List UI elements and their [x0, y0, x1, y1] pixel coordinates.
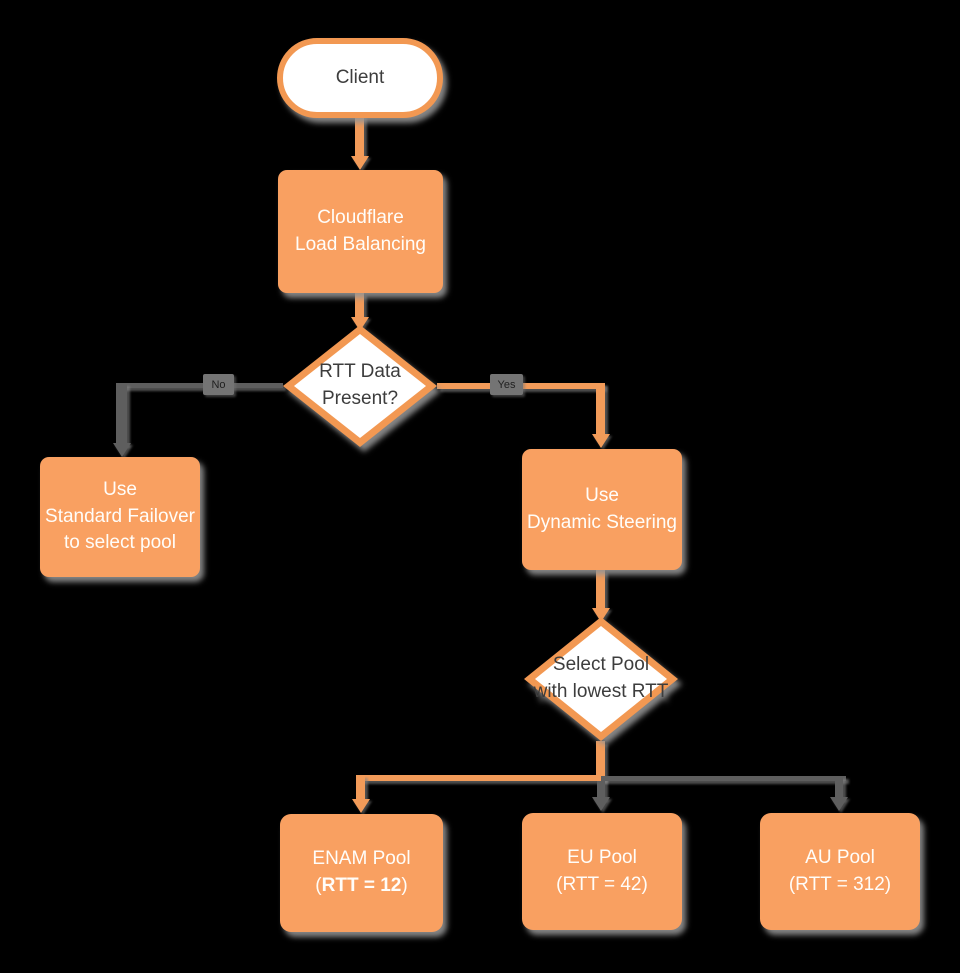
- arrowhead-into-loadbalancer: [351, 156, 369, 170]
- label-line: (RTT = 312): [788, 873, 892, 895]
- label-line: Select Pool: [552, 654, 650, 676]
- node-client: Client: [277, 38, 443, 118]
- paren: (: [315, 875, 322, 896]
- node-select-pool-label: Select Pool with lowest RTT: [524, 617, 678, 741]
- arrowhead-into-au-pool: [830, 797, 848, 811]
- node-au-pool-label: AU Pool (RTT = 312): [789, 845, 891, 899]
- label-line: Use: [103, 478, 137, 500]
- node-rtt-data-present-decision: RTT Data Present?: [283, 325, 437, 447]
- connector-no-branch-vertical: [116, 383, 127, 445]
- label-line: (RTT = 42): [556, 873, 648, 895]
- edge-label-yes: Yes: [490, 374, 523, 395]
- label-line: Standard Failover: [45, 505, 195, 527]
- label-line: AU Pool: [805, 846, 875, 868]
- paren: ): [401, 875, 408, 896]
- connector-select-pool-stem: [596, 741, 605, 781]
- node-client-label: Client: [335, 67, 385, 88]
- node-au-pool: AU Pool (RTT = 312): [760, 813, 920, 930]
- node-cloudflare-load-balancing: Cloudflare Load Balancing: [278, 170, 443, 293]
- node-use-standard-failover-label: Use Standard Failover to select pool: [45, 477, 195, 558]
- edge-label-no: No: [203, 374, 234, 395]
- arrowhead-into-enam-pool: [352, 799, 370, 813]
- label-line: (RTT = 12): [312, 873, 410, 900]
- connector-to-enam-horizontal: [359, 775, 605, 781]
- node-enam-pool-label: ENAM Pool (RTT = 12): [312, 846, 410, 900]
- node-use-standard-failover: Use Standard Failover to select pool: [40, 457, 200, 577]
- node-rtt-data-present-label: RTT Data Present?: [283, 325, 437, 447]
- connector-to-au-horizontal: [601, 776, 846, 781]
- connector-to-au-vertical: [835, 776, 843, 799]
- label-line: with lowest RTT: [533, 681, 669, 702]
- node-cloudflare-load-balancing-label: Cloudflare Load Balancing: [295, 205, 426, 259]
- connector-loadbalancer-to-rtt-decision: [355, 293, 364, 319]
- connector-client-to-loadbalancer: [355, 114, 364, 158]
- label-line: Dynamic Steering: [527, 511, 677, 533]
- edge-label-yes-text: Yes: [497, 378, 516, 391]
- rtt-value-bold: RTT = 12: [321, 875, 402, 896]
- connector-to-eu-vertical: [597, 781, 605, 799]
- node-eu-pool: EU Pool (RTT = 42): [522, 813, 682, 930]
- node-use-dynamic-steering-label: Use Dynamic Steering: [527, 483, 677, 537]
- connector-yes-branch-vertical: [596, 383, 605, 436]
- label-line: Load Balancing: [295, 233, 426, 255]
- label-line: to select pool: [64, 532, 176, 554]
- node-select-pool-decision: Select Pool with lowest RTT: [524, 617, 678, 741]
- arrowhead-into-dynamic-steering: [592, 434, 610, 448]
- node-eu-pool-label: EU Pool (RTT = 42): [556, 845, 648, 899]
- node-enam-pool: ENAM Pool (RTT = 12): [280, 814, 443, 932]
- edge-label-no-text: No: [211, 378, 226, 391]
- label-line: ENAM Pool: [312, 848, 411, 870]
- label-line: Use: [585, 484, 619, 506]
- connector-to-enam-vertical: [356, 775, 365, 800]
- label-line: Present?: [321, 388, 399, 409]
- arrowhead-into-rtt-decision: [351, 317, 369, 331]
- node-use-dynamic-steering: Use Dynamic Steering: [522, 449, 682, 570]
- label-line: EU Pool: [567, 846, 637, 868]
- arrowhead-into-select-pool: [592, 608, 610, 622]
- label-line: Cloudflare: [317, 206, 404, 228]
- label-line: RTT Data: [319, 361, 401, 383]
- connector-no-branch-horizontal: [122, 383, 283, 388]
- arrowhead-into-eu-pool: [592, 797, 610, 811]
- connector-dynamic-steering-to-select-pool: [596, 570, 605, 610]
- arrowhead-into-standard-failover: [113, 443, 131, 457]
